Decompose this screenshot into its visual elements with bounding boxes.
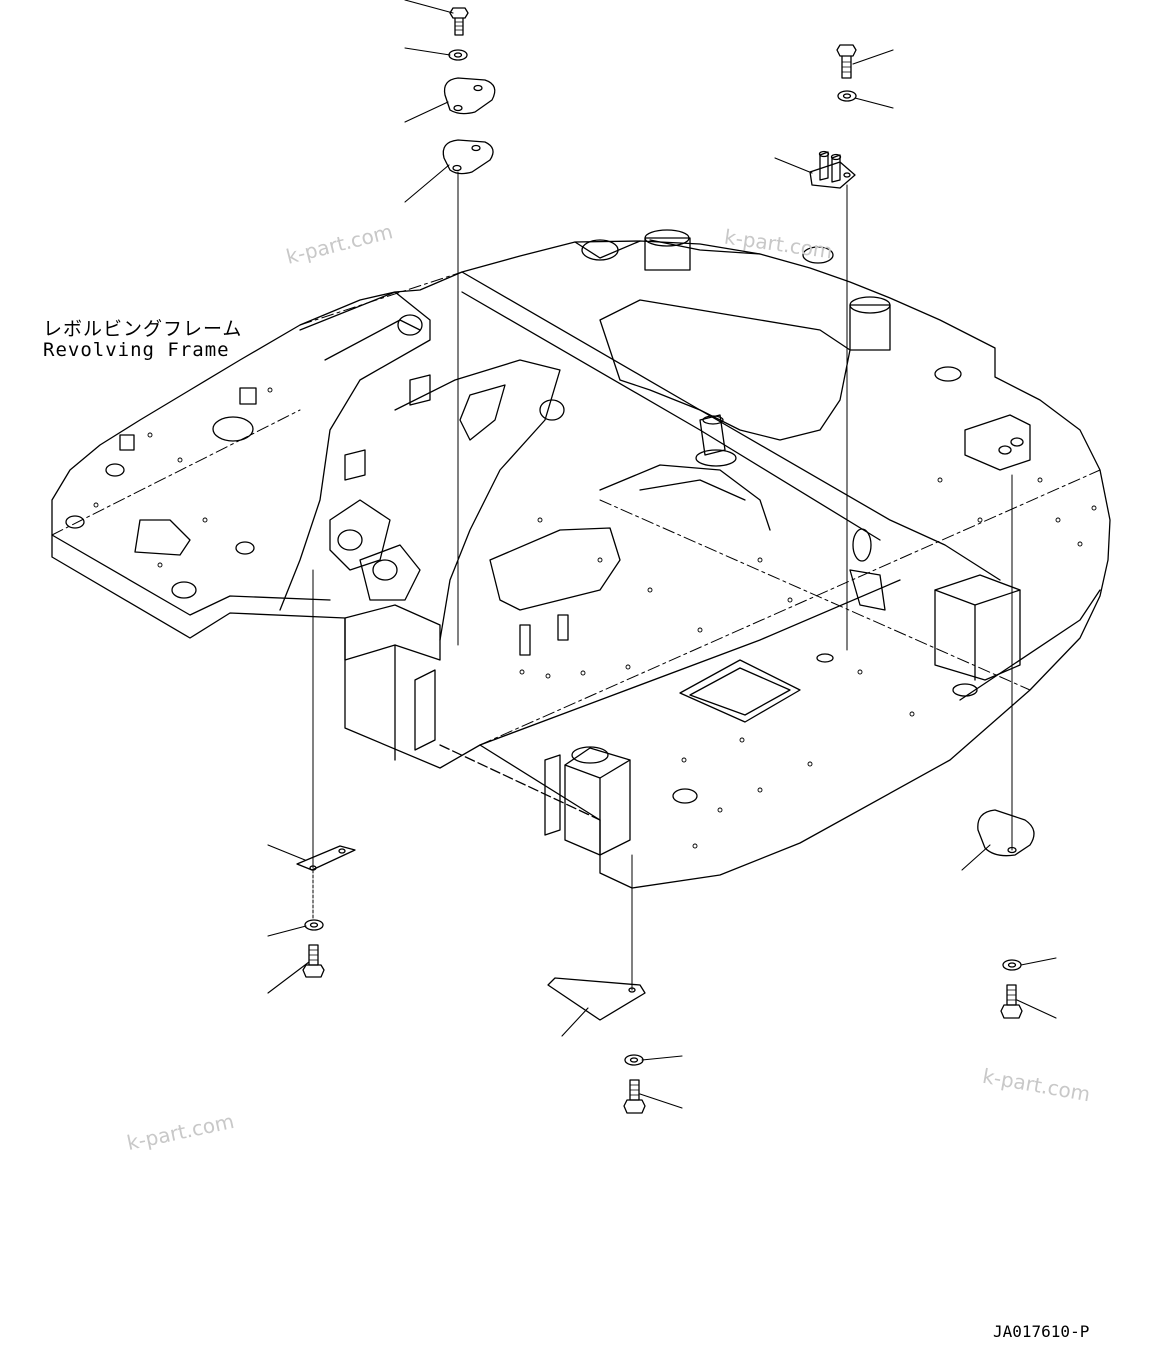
bolt-bottom-right: [1000, 984, 1023, 1019]
leader-lines: [267, 0, 1057, 1109]
bolt-bottom-center: [623, 1079, 646, 1114]
bolt-top-right: [836, 44, 857, 79]
plate-bottom-center: [547, 977, 646, 1021]
washer-bottom-left: [304, 919, 324, 931]
washer-top-left: [448, 49, 468, 61]
frame-label-english: Revolving Frame: [43, 339, 230, 361]
frame-deck-outline: [51, 240, 1111, 889]
revolving-frame: [51, 229, 1111, 889]
bolt-top-left: [449, 7, 469, 36]
bracket-top-right: [809, 150, 856, 189]
drawing-code: JA017610-P: [993, 1322, 1090, 1341]
washer-bottom-right: [1002, 959, 1022, 971]
frame-label-japanese: レボルビングフレーム: [43, 318, 243, 340]
assembly-axis-lines: [312, 171, 1013, 991]
washer-bottom-center: [624, 1054, 644, 1066]
washer-top-right: [837, 90, 857, 102]
bolt-bottom-left: [302, 944, 325, 978]
cover-plate-lower: [442, 139, 494, 175]
plate-bottom-left: [296, 845, 356, 871]
cover-plate-upper: [443, 77, 496, 115]
frame-holes: [93, 387, 1097, 849]
